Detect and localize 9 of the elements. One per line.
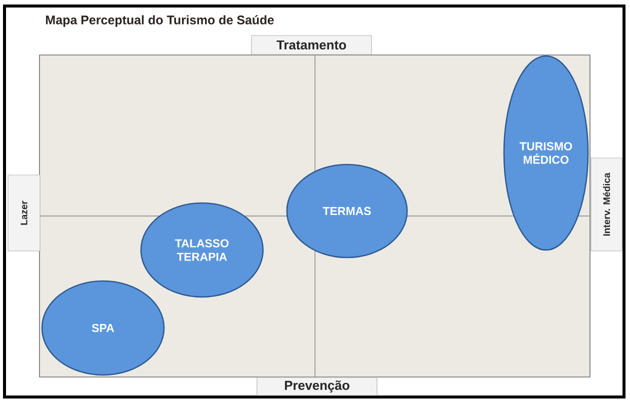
ellipse-bubble: SPA (41, 280, 165, 376)
chart-title: Mapa Perceptual do Turismo de Saúde (46, 15, 274, 27)
ellipse-bubble: TERMAS (286, 164, 408, 258)
axis-label-tab: Lazer (8, 174, 40, 252)
axis-label-tab: Tratamento (251, 35, 372, 55)
axis-label-tab: Prevenção (256, 377, 378, 396)
ellipse-bubble: TURISMO MÉDICO (503, 55, 589, 251)
axis-label-tab: Interv. Médica (590, 158, 622, 252)
ellipse-bubble: TALASSO TERAPIA (140, 202, 264, 298)
